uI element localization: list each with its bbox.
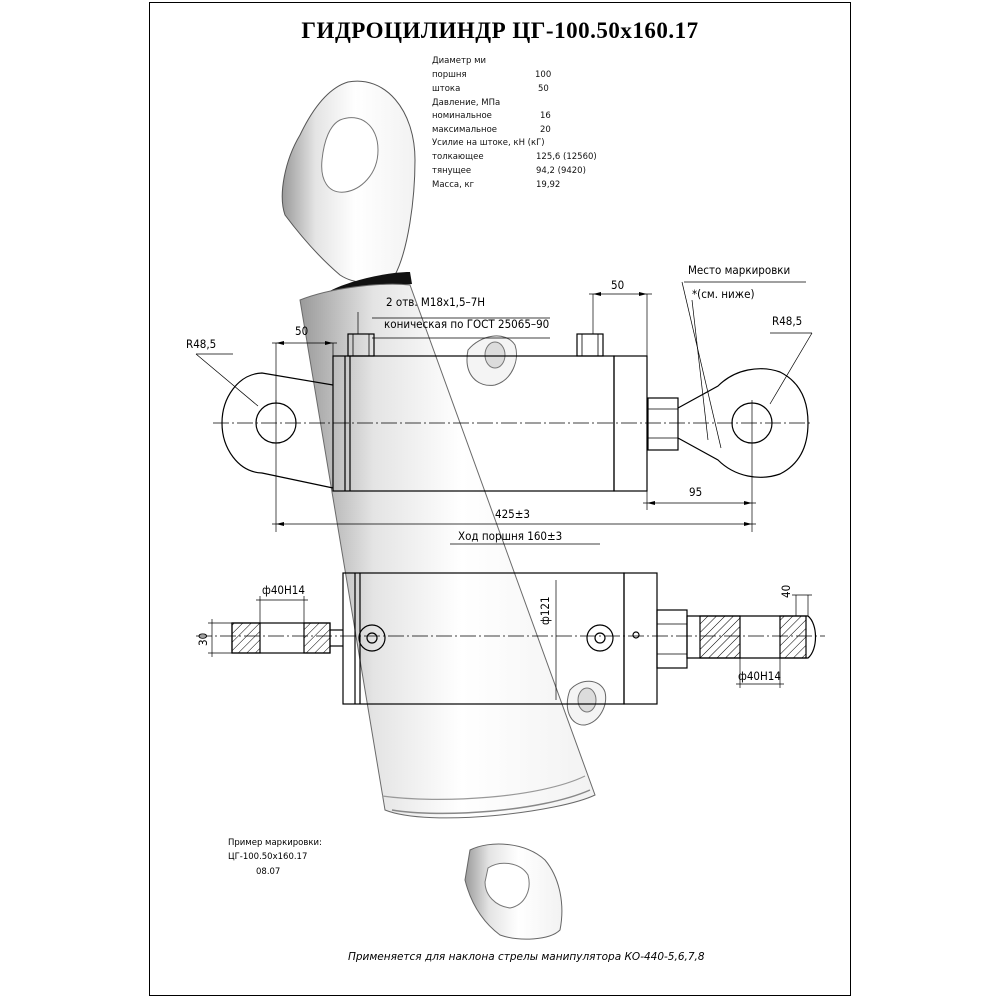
gland-head	[613, 355, 648, 492]
spec-label: штока	[432, 84, 461, 94]
spec-value: 20	[540, 125, 551, 135]
left-eye-outline	[221, 372, 334, 489]
bottom-eye-hole	[484, 862, 530, 909]
example-code: ЦГ-100.50х160.17	[228, 852, 308, 862]
cylinder-3d-illustration	[281, 80, 607, 940]
dimension-arrows	[276, 292, 752, 526]
spec-label: номинальное	[432, 111, 492, 121]
top-eye-hole	[321, 117, 379, 193]
dim-50-left: 50	[295, 324, 308, 338]
example-date: 08.07	[256, 867, 281, 877]
body-3d	[299, 283, 596, 819]
dia-40-left: ф40Н14	[262, 583, 305, 597]
holes-label: 2 отв. М18х1,5–7Н	[386, 295, 485, 309]
dim-50-right: 50	[611, 278, 624, 292]
dim-425: 425±3	[495, 507, 530, 521]
cone-label: коническая по ГОСТ 25065–90	[384, 317, 549, 331]
port-right	[576, 333, 604, 357]
right-eye-outline	[677, 368, 809, 478]
stroke-label: Ход поршня 160±3	[458, 529, 562, 543]
dia-40-right: ф40Н14	[738, 669, 781, 683]
spec-label: толкающее	[432, 152, 484, 162]
spec-value: 50	[538, 84, 549, 94]
side-view	[196, 572, 825, 705]
marking-place-label: Место маркировки	[688, 263, 790, 277]
drawing-sheet-frame	[149, 2, 851, 996]
dia-121: ф121	[538, 596, 552, 625]
marking-note-label: *(см. ниже)	[692, 287, 755, 301]
spec-label: Усилие на штоке, кН (кГ)	[432, 138, 545, 148]
dim-30: 30	[196, 633, 210, 646]
radius-right-label: R48,5	[772, 314, 802, 328]
spec-label: тянущее	[432, 166, 472, 176]
port-left	[347, 333, 375, 357]
radius-left-label: R48,5	[186, 337, 216, 351]
spec-value: 100	[535, 70, 552, 80]
drawing-title: ГИДРОЦИЛИНДР ЦГ-100.50х160.17	[301, 18, 699, 43]
spec-value: 19,92	[536, 180, 561, 190]
drawing-labels: Место маркировки *(см. ниже) 2 отв. М18х…	[186, 263, 802, 683]
dim-95: 95	[689, 485, 702, 499]
footer-note: Применяется для наклона стрелы манипулят…	[348, 951, 705, 963]
spec-label: Давление, МПа	[432, 98, 501, 108]
spec-label: Диаметр ми	[432, 56, 487, 66]
spec-label: Масса, кг	[432, 180, 475, 190]
spec-label: максимальное	[432, 125, 498, 135]
spec-value: 125,6 (12560)	[536, 152, 597, 162]
example-heading: Пример маркировки:	[228, 838, 322, 848]
main-view	[195, 281, 813, 545]
spec-value: 94,2 (9420)	[536, 166, 586, 176]
rod-nut	[647, 397, 679, 451]
spec-label: поршня	[432, 70, 467, 80]
side-gland	[623, 572, 658, 705]
spec-value: 16	[540, 111, 551, 121]
dim-40: 40	[779, 585, 793, 598]
